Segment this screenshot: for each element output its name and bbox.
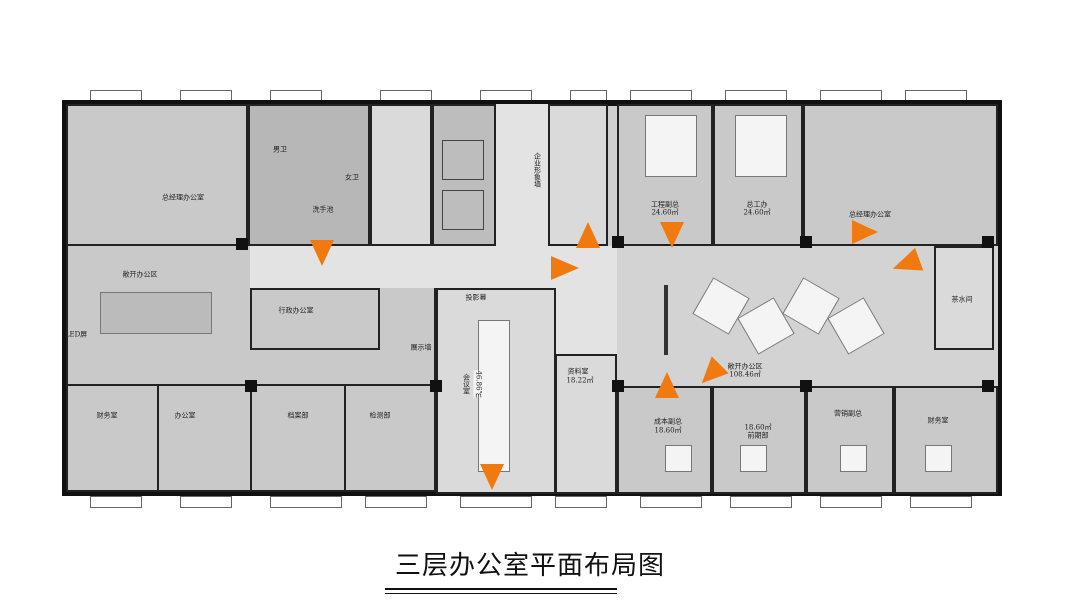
column (612, 380, 624, 392)
label-cost-vp-area: 18.60㎡ (654, 426, 682, 435)
window (820, 496, 882, 508)
desk-cluster (735, 115, 787, 177)
room-cost-vp (617, 386, 712, 494)
drawing-title: 三层办公室平面布局图 (395, 551, 666, 581)
label-archive: 档案部 (287, 411, 309, 420)
lobby (496, 104, 548, 246)
viewpoint-marker-icon (480, 464, 504, 490)
room-gm-office-right (803, 104, 998, 246)
viewpoint-marker-icon (660, 222, 684, 248)
label-open-office-right-area: 108.46㎡ (729, 370, 761, 379)
conference-table (100, 292, 212, 334)
title-underline (385, 593, 617, 594)
desk-cluster (645, 115, 697, 177)
room-archive (250, 384, 346, 492)
column (982, 380, 994, 392)
label-office: 办公室 (174, 411, 196, 420)
window (730, 496, 792, 508)
meeting-table (478, 320, 510, 472)
label-display-wall: 展示墙 (410, 343, 432, 352)
desk (840, 445, 867, 472)
column (430, 380, 442, 392)
label-open-office-left: 敞开办公区 (122, 270, 158, 279)
label-gm-office-left: 总经理办公室 (162, 193, 204, 202)
label-open-office-right: 敞开办公区 (727, 362, 763, 371)
label-testing: 检测部 (369, 411, 391, 420)
label-tea-room: 茶水间 (951, 295, 973, 304)
room-tea (934, 246, 994, 350)
label-eng-vp-area: 24.60㎡ (651, 208, 679, 217)
viewpoint-marker-icon (655, 372, 679, 398)
label-cost-vp: 成本副总 (654, 417, 682, 426)
viewpoint-marker-icon (551, 256, 579, 280)
room-preliminary (712, 386, 806, 494)
label-washbasin: 洗手池 (312, 205, 334, 214)
window (365, 496, 427, 508)
window (460, 496, 532, 508)
room-toilets (248, 104, 370, 246)
label-mens-wc: 男卫 (273, 145, 287, 154)
label-data-room: 资料室 (567, 367, 589, 376)
label-admin-office: 行政办公室 (278, 306, 314, 315)
partition-wall (664, 285, 668, 355)
corridor-2 (555, 288, 617, 354)
desk (665, 445, 692, 472)
window (640, 496, 702, 508)
room-data (555, 354, 617, 494)
label-meeting-room-area: 46.86㎡ (473, 370, 483, 398)
label-finance-left: 财务室 (96, 411, 118, 420)
label-womens-wc: 女卫 (345, 173, 359, 182)
column (236, 238, 248, 250)
column (612, 236, 624, 248)
viewpoint-marker-icon (310, 240, 334, 266)
window (555, 496, 607, 508)
title-underline (385, 588, 617, 590)
viewpoint-marker-icon (576, 222, 600, 248)
label-eng-vp: 工程副总 (651, 200, 679, 209)
room-sales-vp (806, 386, 894, 494)
label-meeting-room: 会议室 (462, 373, 471, 395)
label-sales-vp: 营销副总 (834, 409, 862, 418)
room-finance-right (894, 386, 998, 494)
column (800, 236, 812, 248)
label-data-room-area: 18.22㎡ (566, 376, 594, 385)
column (982, 236, 994, 248)
desk (925, 445, 952, 472)
label-projection-screen: 投影幕 (465, 293, 487, 302)
label-finance-right: 财务室 (927, 416, 949, 425)
room-gm-office-left (66, 104, 248, 246)
room-testing (344, 384, 436, 492)
room-office (157, 384, 252, 492)
viewpoint-marker-icon (852, 220, 878, 244)
elevator (442, 190, 484, 230)
window (270, 496, 342, 508)
column (800, 380, 812, 392)
column (245, 380, 257, 392)
label-image-wall: 企业形象墙 (533, 152, 542, 188)
window (180, 496, 232, 508)
staircase-left (370, 104, 432, 246)
elevator (442, 140, 484, 180)
label-gm-office-right: 总经理办公室 (849, 210, 891, 219)
desk (740, 445, 767, 472)
label-preliminary-area: 18.60㎡ (744, 423, 772, 432)
window (90, 496, 142, 508)
label-chief-eng: 总工办 (746, 200, 768, 209)
label-preliminary: 前期部 (747, 431, 769, 440)
room-admin-office (250, 288, 380, 350)
window (910, 496, 972, 508)
label-led-screen: LED屏 (64, 330, 88, 339)
room-finance-left (66, 384, 159, 492)
label-chief-eng-area: 24.60㎡ (743, 208, 771, 217)
